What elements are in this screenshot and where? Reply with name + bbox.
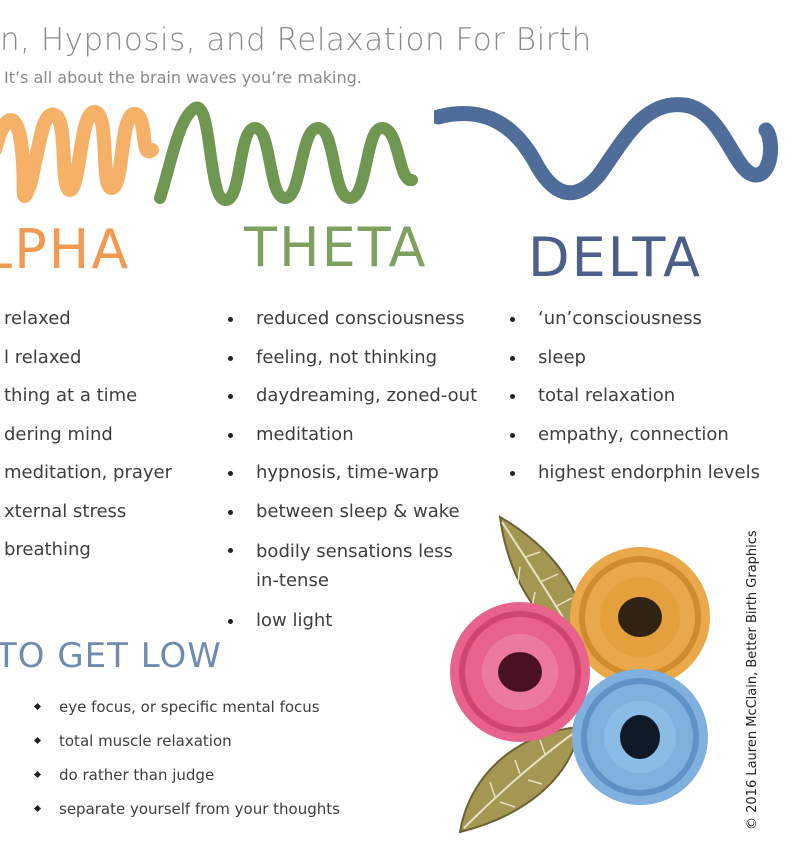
list-item: meditation xyxy=(228,422,477,448)
get-low-heading: TO GET LOW xyxy=(0,636,222,676)
copyright-credit: © 2016 Lauren McClain, Better Birth Grap… xyxy=(745,530,760,830)
list-item: reduced consciousness xyxy=(228,306,477,332)
bullet-icon xyxy=(510,317,515,322)
list-item-label: reduced consciousness xyxy=(256,308,465,329)
bullet-icon xyxy=(228,471,233,476)
bullet-icon xyxy=(228,509,233,515)
list-item-label: sleep xyxy=(538,346,586,368)
yellow-flower-icon xyxy=(570,547,710,687)
list-item: daydreaming, zoned-out xyxy=(228,383,478,409)
list-item: feeling, not thinking xyxy=(228,345,477,371)
flower-illustration xyxy=(450,515,710,834)
list-item: breathing xyxy=(4,539,91,560)
theta-heading: THETA xyxy=(244,216,428,279)
list-item-label: empathy, connection xyxy=(538,423,729,445)
theta-list: reduced consciousness feeling, not think… xyxy=(228,306,478,646)
bullet-icon xyxy=(228,317,233,322)
pink-flower-icon xyxy=(450,602,590,742)
list-item: do rather than judge xyxy=(33,764,340,786)
list-item-label: do rather than judge xyxy=(59,766,215,784)
list-item-label: daydreaming, zoned-out xyxy=(256,385,478,406)
list-item: sleep xyxy=(510,345,760,371)
bullet-icon xyxy=(510,432,515,438)
list-item: between sleep & wake xyxy=(228,499,477,525)
bullet-icon xyxy=(510,394,515,399)
list-item: eye focus, or specific mental focus xyxy=(33,696,340,718)
list-item: meditation, prayer xyxy=(4,462,173,483)
list-item: dering mind xyxy=(4,423,113,445)
bullet-icon xyxy=(228,548,233,553)
leaf-icon xyxy=(458,725,582,834)
page-subtitle: It’s all about the brain waves you’re ma… xyxy=(4,68,362,87)
bullet-icon xyxy=(228,618,233,624)
list-item: hypnosis, time-warp xyxy=(228,460,477,486)
list-item-label: separate yourself from your thoughts xyxy=(59,800,340,818)
list-item: thing at a time xyxy=(4,385,138,406)
bullet-icon xyxy=(510,471,515,476)
delta-heading: DELTA xyxy=(528,226,703,289)
list-item-label: eye focus, or specific mental focus xyxy=(59,698,320,716)
diamond-bullet-icon xyxy=(33,702,42,711)
alpha-list: relaxed l relaxed thing at a time dering… xyxy=(4,306,172,576)
list-item: low light xyxy=(228,608,477,634)
list-item-label: ‘un’consciousness xyxy=(538,308,702,329)
diamond-bullet-icon xyxy=(33,804,42,813)
list-item-label: highest endorphin levels xyxy=(538,462,760,483)
bullet-icon xyxy=(510,355,515,361)
list-item: bodily sensations less in-tense xyxy=(228,537,466,595)
alpha-heading: LPHA xyxy=(0,218,131,281)
list-item-label: bodily sensations less in-tense xyxy=(256,541,453,591)
page-title: n, Hypnosis, and Relaxation For Birth xyxy=(0,22,592,58)
blue-flower-icon xyxy=(572,669,708,805)
list-item-label: low light xyxy=(256,609,333,631)
delta-list: ‘un’consciousness sleep total relaxation… xyxy=(510,306,760,499)
list-item: empathy, connection xyxy=(510,422,760,448)
list-item: xternal stress xyxy=(4,500,127,522)
alpha-wave-illustration xyxy=(0,105,159,204)
bullet-icon xyxy=(228,432,233,438)
diamond-bullet-icon xyxy=(33,770,42,779)
list-item-label: between sleep & wake xyxy=(256,500,460,522)
list-item: separate yourself from your thoughts xyxy=(33,798,340,820)
diamond-bullet-icon xyxy=(33,736,42,745)
bullet-icon xyxy=(228,394,233,399)
list-item: highest endorphin levels xyxy=(510,460,760,486)
list-item: relaxed xyxy=(4,308,71,329)
delta-wave-illustration xyxy=(434,97,779,201)
list-item: l relaxed xyxy=(4,346,82,368)
list-item-label: meditation xyxy=(256,423,354,445)
bullet-icon xyxy=(228,355,233,361)
list-item: total relaxation xyxy=(510,383,760,409)
list-item-label: hypnosis, time-warp xyxy=(256,462,439,483)
list-item-label: total relaxation xyxy=(538,385,676,406)
list-item-label: feeling, not thinking xyxy=(256,346,438,368)
list-item: total muscle relaxation xyxy=(33,730,340,752)
list-item: ‘un’consciousness xyxy=(510,306,760,332)
theta-wave-illustration xyxy=(154,101,418,206)
list-item-label: total muscle relaxation xyxy=(59,732,232,750)
get-low-tips-list: eye focus, or specific mental focus tota… xyxy=(33,696,340,832)
